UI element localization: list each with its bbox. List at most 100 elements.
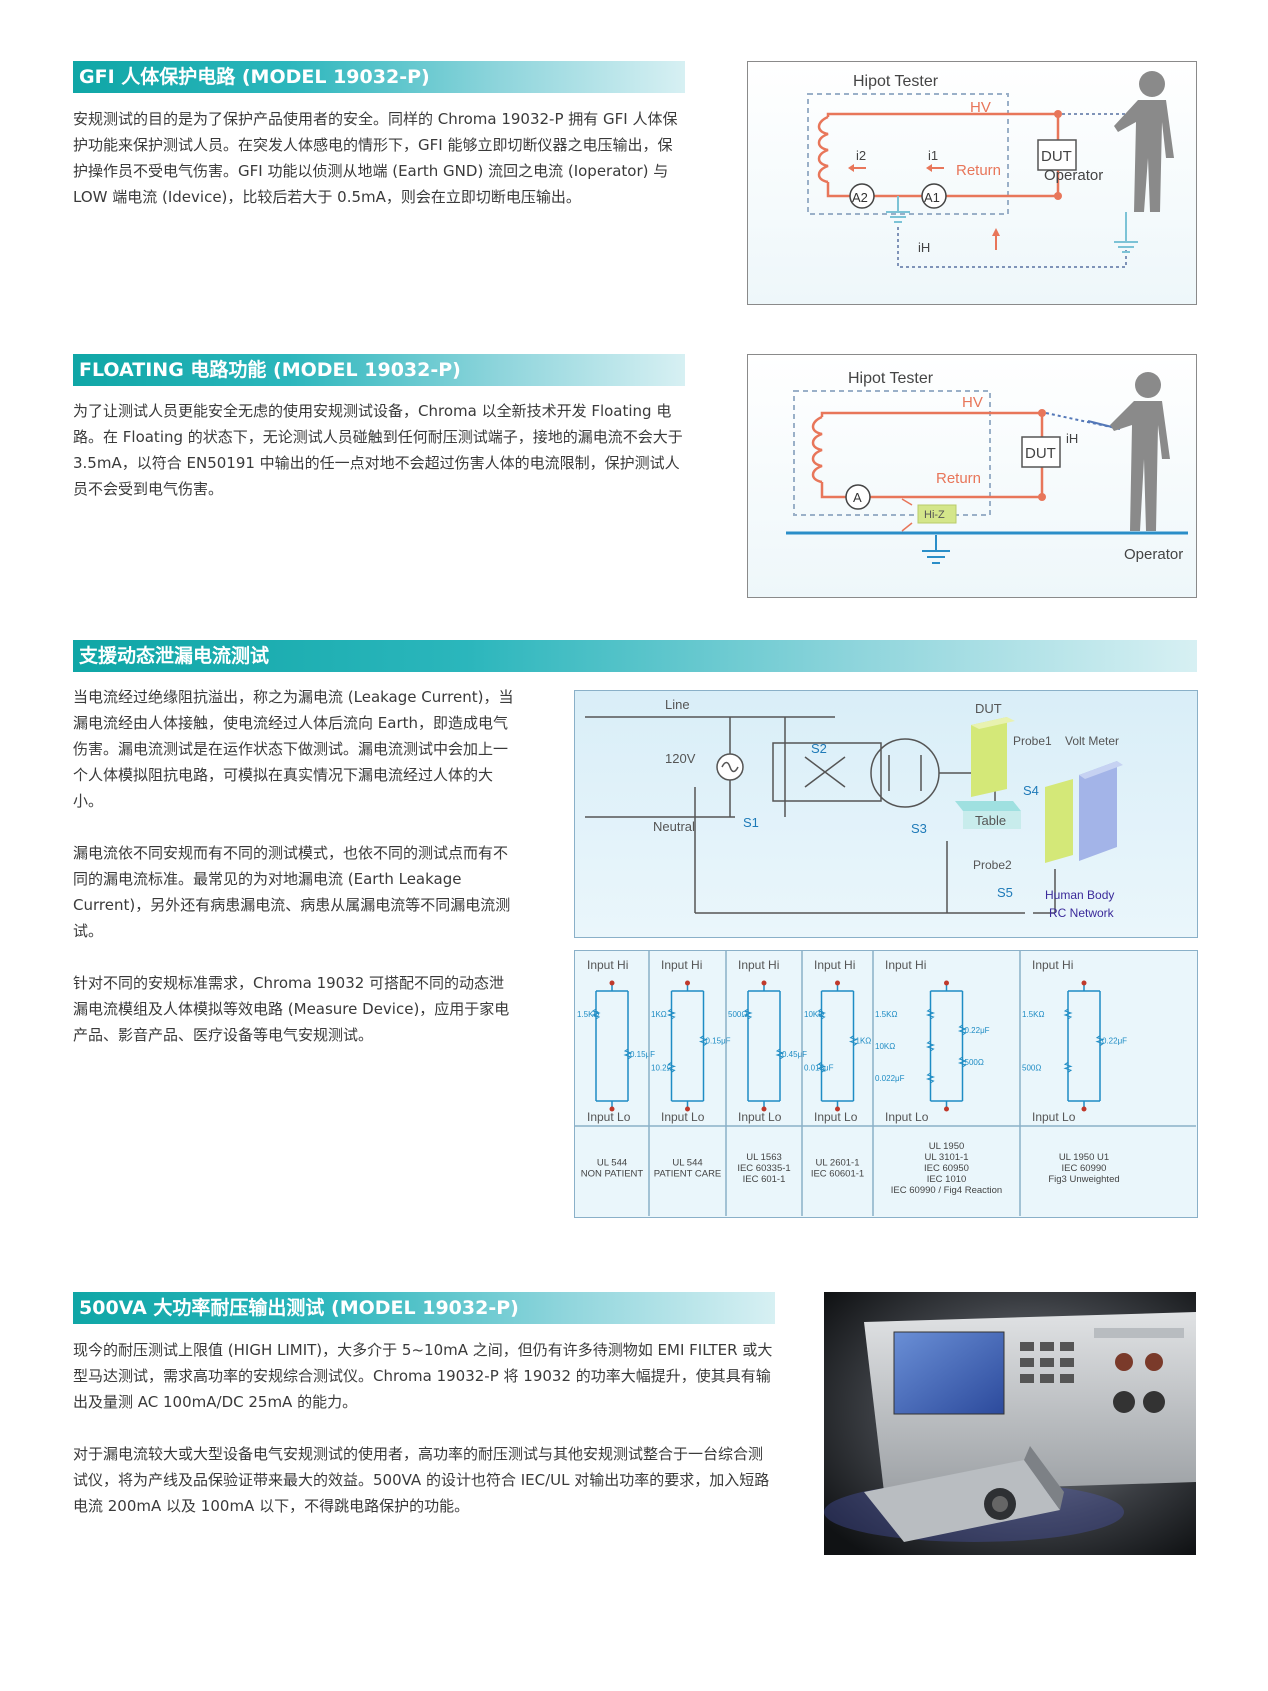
gfi-i1: i1 [928,148,938,163]
leak-s5: S5 [997,885,1013,900]
leak-120v: 120V [665,751,696,766]
floating-hv-label: HV [962,394,983,411]
standard-label: IEC 60990 [1062,1163,1107,1174]
component-label: 0.22μF [1102,1037,1127,1046]
leak-neutral: Neutral [653,819,695,834]
leak-s1: S1 [743,815,759,830]
floating-operator-label: Operator [1124,546,1183,563]
floating-title: Hipot Tester [848,370,934,387]
input-hi-label: Input Hi [1032,958,1073,972]
component-label: 1.5KΩ [1022,1010,1044,1019]
product-photo [824,1292,1196,1555]
operator-figure [1114,71,1174,212]
floating-text: 为了让测试人员更能安全无虑的使用安规测试设备，Chroma 以全新技术开发 Fl… [73,398,685,528]
leak-probe2: Probe2 [973,858,1012,872]
leak-volt-meter: Volt Meter [1065,734,1119,748]
500va-paragraph-2: 对于漏电流较大或大型设备电气安规测试的使用者，高功率的耐压测试与其他安规测试整合… [73,1445,770,1515]
leak-probe1: Probe1 [1013,734,1052,748]
floating-ih: iH [1066,431,1078,446]
input-lo-label: Input Lo [1032,1110,1076,1124]
component-label: 0.45μF [782,1050,807,1059]
gfi-a1: A1 [924,190,940,205]
section-title-floating: FLOATING 电路功能 (MODEL 19032-P) [73,354,685,386]
standard-label: UL 1950 U1 [1059,1152,1109,1163]
leak-s4: S4 [1023,783,1039,798]
component-label: 500Ω [1022,1063,1041,1072]
leak-table: Table [975,813,1006,828]
standard-label: IEC 601-1 [743,1174,786,1185]
component-label: 0.22μF [965,1026,990,1035]
gfi-dut: DUT [1041,148,1072,165]
component-label: 1KΩ [651,1010,667,1019]
floating-diagram: Hipot Tester HV DUT iH A Return Hi-Z Ope… [747,354,1197,598]
gfi-hv-label: HV [970,99,991,116]
gfi-a2: A2 [852,190,868,205]
standard-label: IEC 60601-1 [811,1169,864,1180]
component-label: 1KΩ [856,1037,872,1046]
component-label: 0.022μF [875,1074,905,1083]
500va-text: 现今的耐压测试上限值 (HIGH LIMIT)，大多介于 5~10mA 之间，但… [73,1337,775,1545]
input-lo-label: Input Lo [814,1110,858,1124]
leakage-text: 当电流经过绝缘阻抗溢出，称之为漏电流 (Leakage Current)，当漏电… [73,684,519,1074]
standard-label: IEC 60950 [924,1163,969,1174]
leak-line: Line [665,697,690,712]
component-label: 10KΩ [875,1042,895,1051]
standard-label: UL 1563 [746,1152,782,1163]
component-label: 1.5KΩ [875,1010,897,1019]
standard-label: Fig3 Unweighted [1048,1174,1119,1185]
component-label: 10.2Ω [651,1063,673,1072]
floating-hiz: Hi-Z [924,509,945,521]
gfi-title: Hipot Tester [853,73,939,90]
leakage-paragraph-3: 针对不同的安规标准需求，Chroma 19032 可搭配不同的动态泄漏电流模组及… [73,974,510,1044]
standard-label: IEC 60990 / Fig4 Reaction [891,1185,1002,1196]
standard-label: PATIENT CARE [654,1169,722,1180]
leakage-paragraph-2: 漏电流依不同安规而有不同的测试模式，也依不同的测试点而有不同的漏电流标准。最常见… [73,844,511,940]
floating-dut: DUT [1025,445,1056,462]
standard-label: UL 544 [597,1158,627,1169]
component-label: 500Ω [728,1010,747,1019]
leakage-circuit-diagram: Line 120V Neutral S1 S2 S3 S4 S5 DUT Tab… [574,690,1198,938]
input-hi-label: Input Hi [587,958,628,972]
input-lo-label: Input Lo [587,1110,631,1124]
standard-label: UL 1950 [929,1141,965,1152]
leak-s3: S3 [911,821,927,836]
input-hi-label: Input Hi [814,958,855,972]
floating-paragraph: 为了让测试人员更能安全无虑的使用安规测试设备，Chroma 以全新技术开发 Fl… [73,402,683,498]
gfi-return-label: Return [956,162,1001,179]
component-label: 0.15μF [706,1037,731,1046]
standard-label: IEC 60335-1 [737,1163,790,1174]
section-title-500va: 500VA 大功率耐压输出测试 (MODEL 19032-P) [73,1292,775,1324]
gfi-diagram: Hipot Tester HV DUT A2 A1 i2 i1 Return O… [747,61,1197,305]
input-lo-label: Input Lo [661,1110,705,1124]
floating-return-label: Return [936,470,981,487]
operator-figure [1110,372,1170,531]
component-label: 500Ω [965,1058,984,1067]
tester-screen [893,1331,1005,1415]
standard-label: NON PATIENT [581,1169,644,1180]
section-title-leakage: 支援动态泄漏电流测试 [73,640,1197,672]
input-hi-label: Input Hi [885,958,926,972]
component-label: 10KΩ [804,1010,824,1019]
floating-a: A [853,490,862,505]
500va-paragraph-1: 现今的耐压测试上限值 (HIGH LIMIT)，大多介于 5~10mA 之间，但… [73,1341,773,1411]
standard-label: IEC 1010 [927,1174,967,1185]
input-hi-label: Input Hi [661,958,702,972]
leak-dut: DUT [975,701,1002,716]
gfi-i2: i2 [856,148,866,163]
input-lo-label: Input Lo [885,1110,929,1124]
power-supply [864,1460,1060,1542]
leak-s2: S2 [811,741,827,756]
gfi-text: 安规测试的目的是为了保护产品使用者的安全。同样的 Chroma 19032-P … [73,106,685,236]
section-title-gfi: GFI 人体保护电路 (MODEL 19032-P) [73,61,685,93]
input-hi-label: Input Hi [738,958,779,972]
standard-label: UL 2601-1 [815,1158,859,1169]
input-lo-label: Input Lo [738,1110,782,1124]
standard-label: UL 544 [672,1158,702,1169]
leak-rc-network: RC Network [1049,906,1115,920]
standard-label: UL 3101-1 [924,1152,968,1163]
gfi-paragraph: 安规测试的目的是为了保护产品使用者的安全。同样的 Chroma 19032-P … [73,110,678,206]
component-label: 0.15μF [630,1050,655,1059]
gfi-operator-label: Operator [1044,167,1103,184]
leakage-paragraph-1: 当电流经过绝缘阻抗溢出，称之为漏电流 (Leakage Current)，当漏电… [73,688,514,810]
